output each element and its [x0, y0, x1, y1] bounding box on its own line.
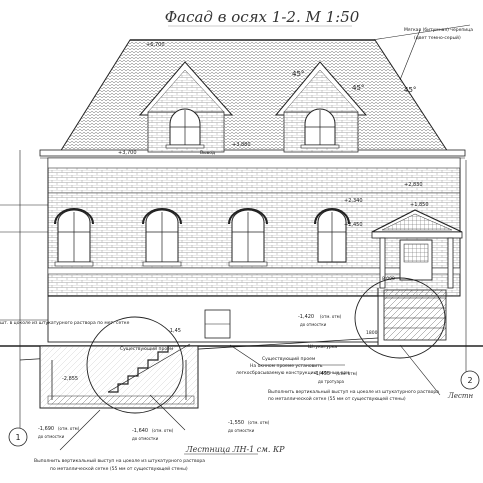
label-h-8000: 8,000: [382, 276, 395, 282]
window-4: [314, 208, 350, 263]
window-2: [142, 208, 182, 267]
stair-right-title: Лестн: [447, 392, 474, 400]
level-145: -1,45: [168, 328, 181, 334]
level-1420: -1,420: [298, 314, 314, 320]
axis-bubble-2: 2: [460, 370, 480, 390]
porch-canopy: [371, 209, 463, 289]
annotations: Вывод Существующий проем Существующий пр…: [0, 150, 439, 472]
label-shtukaturka: Штукатурка: [308, 344, 337, 350]
roof-angles: 45° 45° 45°: [292, 70, 416, 94]
level-notes: (отм. отм) до отмостки (отм. отм) до тро…: [38, 314, 358, 441]
label-plinth-left-1: Выполнить вертикальный выступ на цоколе …: [34, 457, 205, 464]
note-ot-otmostki-1: до отмостки: [300, 322, 327, 327]
level-3700: +3,700: [118, 150, 137, 156]
angle-3: 45°: [404, 86, 416, 94]
note-ot-otmostki-4: до отмостки: [228, 428, 255, 433]
level-2450: +2,450: [344, 222, 363, 228]
note-otm-1550: (отм. отм): [248, 420, 270, 425]
level-1640: -1,640: [132, 428, 148, 434]
level-2855: -2,855: [62, 376, 78, 382]
roof: [39, 39, 466, 159]
roof-material-note: Мягкая (битумная) черепица (цвет темно-с…: [404, 27, 473, 41]
dormer-right: [274, 61, 368, 153]
axis-bubble-1: 1: [8, 427, 28, 447]
label-existing-trench: Существующий проем: [120, 345, 173, 352]
page-title: Фасад в осях 1-2. М 1:50: [165, 8, 360, 26]
level-markers: +6,700 +3,880 +3,700 +2,830 +2,340 +2,45…: [38, 42, 429, 434]
label-opening-note: На окнном проеме установить: [250, 363, 323, 369]
note-otm-1420: (отм. отм): [320, 314, 342, 319]
stair-title: Лестница ЛН-1 см. КР: [185, 445, 285, 454]
angle-2: 45°: [352, 84, 364, 92]
note-otm-1690: (отм. отм): [58, 426, 80, 431]
note-ot-otmostki-3: до отмостки: [132, 436, 159, 441]
level-1550: -1,550: [228, 420, 244, 426]
level-1690: -1,690: [38, 426, 54, 432]
level-3880: +3,880: [232, 142, 251, 148]
label-plinth-right-1: Выполнить вертикальный выступ на цоколе …: [268, 388, 439, 395]
axis-label-2: 2: [467, 376, 472, 385]
dormer-left: [138, 61, 234, 153]
level-1850: +1,850: [410, 202, 429, 208]
note-ot-otmostki-2: до отмостки: [38, 434, 65, 439]
note-do-trotuara: до тротуара: [318, 379, 344, 384]
label-plinth-left-2: по металлической сетке (55 мм от существ…: [50, 465, 188, 472]
plinth: [47, 295, 379, 343]
axis-label-1: 1: [15, 433, 20, 442]
label-opening-note2: легкосбрасываемую конструкцию оконных ра…: [236, 370, 350, 376]
detail-circle-porch: [354, 277, 446, 359]
level-2830: +2,830: [404, 182, 423, 188]
porch-stairs: [377, 288, 447, 345]
note-otm-1640: (отм. отм): [152, 428, 174, 433]
leader-lines: [0, 24, 471, 451]
label-plinth-right-2: по металлической сетке (55 мм от существ…: [268, 395, 406, 402]
roof-material-line-1: Мягкая (битумная) черепица: [404, 27, 473, 33]
label-existing-opening: Существующий проем: [262, 355, 315, 362]
detail-circle-stair: [86, 316, 184, 414]
label-h-1800: 1800: [366, 330, 378, 336]
window-3: [228, 208, 268, 267]
label-plinth-top: шт. в цоколе из штукатурного раствора по…: [0, 321, 130, 326]
note-otm-1455: (отм. отм): [336, 371, 358, 376]
stair-pit: [39, 343, 199, 409]
level-1455: -1,455: [314, 371, 330, 377]
window-1: [54, 208, 94, 267]
angle-1: 45°: [292, 70, 304, 78]
level-6700: +6,700: [146, 42, 165, 48]
label-vesy: Вывод: [200, 150, 215, 156]
level-2340: +2,340: [344, 198, 363, 204]
roof-material-line-2: (цвет темно-серый): [414, 34, 461, 41]
